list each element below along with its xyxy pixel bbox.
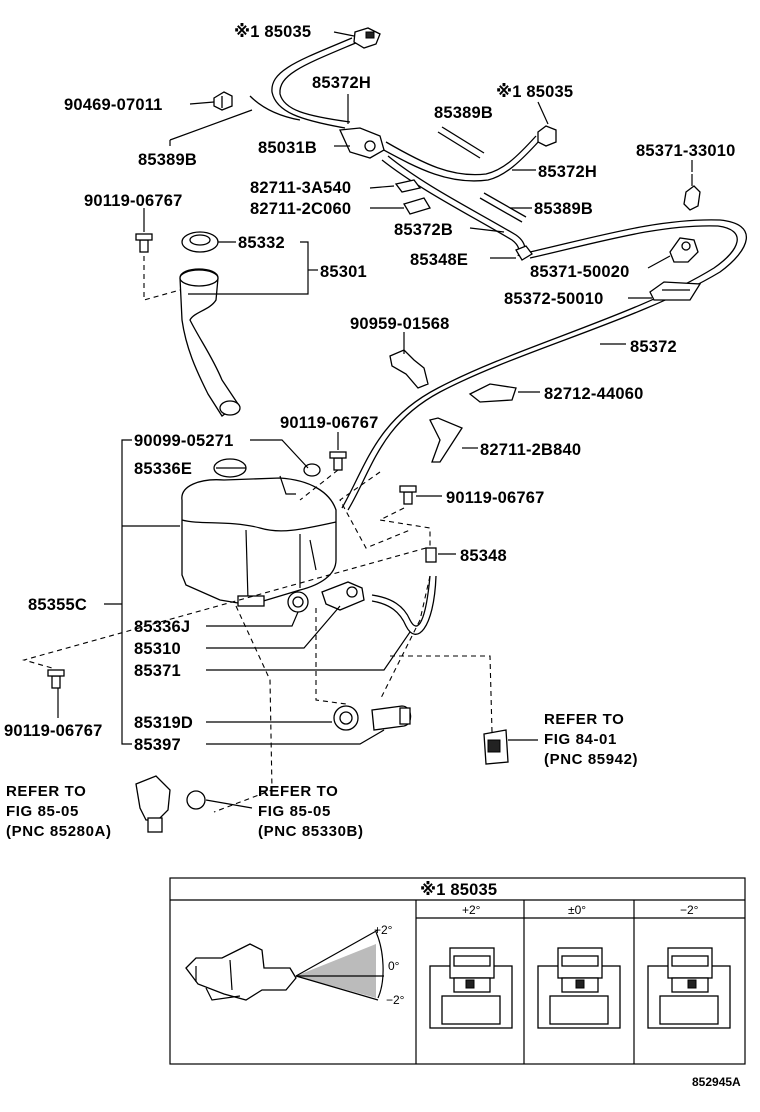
nozzle-angle-drawing: +2° 0° −2° <box>185 923 405 1007</box>
ref-85280a-line1: REFER TO <box>6 783 86 800</box>
connector-view-plus2 <box>429 947 513 1029</box>
label-85372b: 85372B <box>394 221 453 239</box>
ref-84-line1: REFER TO <box>544 711 624 728</box>
connector-view-minus2 <box>647 947 731 1029</box>
inset-table: ※1 85035 +2° ±0° −2° +2° 0° −2° <box>169 877 746 1065</box>
inset-col-minus2: −2° <box>680 903 699 917</box>
label-85372: 85372 <box>630 338 677 356</box>
label-85371-50020: 85371-50020 <box>530 263 629 281</box>
label-90119-b: 90119-06767 <box>280 414 379 432</box>
label-85389b-c: 85389B <box>534 200 593 218</box>
inset-angle-mid: 0° <box>388 959 400 973</box>
label-85332: 85332 <box>238 234 285 252</box>
label-82711-2c060: 82711-2C060 <box>250 200 351 218</box>
bolt-icons <box>47 233 417 689</box>
label-85371-33010: 85371-33010 <box>636 142 735 160</box>
ref-85280a-line2: FIG 85-05 <box>6 803 79 820</box>
label-85031b: 85031B <box>258 139 317 157</box>
connector-view-zero <box>537 947 621 1029</box>
inset-angle-top: +2° <box>374 923 393 937</box>
label-90469-07011: 90469-07011 <box>64 96 163 114</box>
label-85372-50010: 85372-50010 <box>504 290 603 308</box>
label-90099-05271: 90099-05271 <box>134 432 233 450</box>
label-85336e: 85336E <box>134 460 192 478</box>
inset-col-plus2: +2° <box>462 903 481 917</box>
label-85348e: 85348E <box>410 251 468 269</box>
diagram-id: 852945A <box>692 1075 741 1089</box>
label-90959-01568: 90959-01568 <box>350 315 449 333</box>
ref-85280a-line3: (PNC 85280A) <box>6 823 112 840</box>
label-85035-top: ※1 85035 <box>234 23 311 41</box>
label-85301: 85301 <box>320 263 367 281</box>
label-85355c: 85355C <box>28 596 87 614</box>
refer-notes: REFER TO FIG 84-01 (PNC 85942) REFER TO … <box>6 711 638 840</box>
ref-85330b-line3: (PNC 85330B) <box>258 823 364 840</box>
label-82712-44060: 82712-44060 <box>544 385 643 403</box>
ref-84-line2: FIG 84-01 <box>544 731 617 748</box>
label-85310: 85310 <box>134 640 181 658</box>
label-85372h-b: 85372H <box>538 163 597 181</box>
inset-col-zero: ±0° <box>568 903 586 917</box>
inset-angle-bot: −2° <box>386 993 405 1007</box>
ref-84-line3: (PNC 85942) <box>544 751 638 768</box>
part-labels: ※1 85035 90469-07011 85372H ※1 85035 853… <box>4 23 735 754</box>
label-85035-b: ※1 85035 <box>496 83 573 101</box>
parts <box>47 27 702 833</box>
label-85336j: 85336J <box>134 618 190 636</box>
label-82711-2b840: 82711-2B840 <box>480 441 581 459</box>
label-85372h-a: 85372H <box>312 74 371 92</box>
label-85397: 85397 <box>134 736 181 754</box>
leader-lines <box>57 31 693 809</box>
label-90119-a: 90119-06767 <box>84 192 183 210</box>
label-85371: 85371 <box>134 662 181 680</box>
dashed-lines <box>21 256 493 813</box>
label-85348: 85348 <box>460 547 507 565</box>
label-82711-3a540: 82711-3A540 <box>250 179 351 197</box>
ref-85330b-line1: REFER TO <box>258 783 338 800</box>
inset-title: ※1 85035 <box>420 881 497 899</box>
ref-85330b-line2: FIG 85-05 <box>258 803 331 820</box>
label-85389b-a: 85389B <box>434 104 493 122</box>
label-85319d: 85319D <box>134 714 193 732</box>
label-90119-d: 90119-06767 <box>4 722 103 740</box>
label-85389b-b: 85389B <box>138 151 197 169</box>
label-90119-c: 90119-06767 <box>446 489 545 507</box>
